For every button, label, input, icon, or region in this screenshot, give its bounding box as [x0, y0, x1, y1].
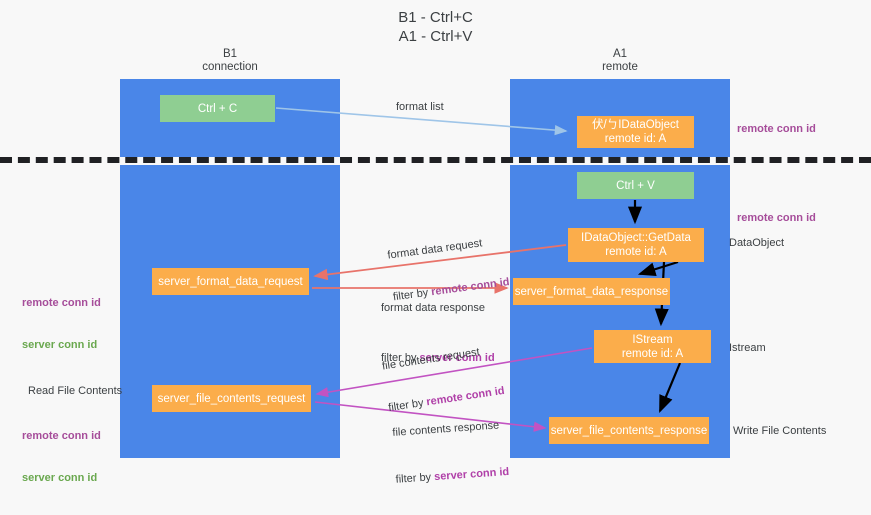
edge-label-format-data-response: format data response filter by server co…: [381, 273, 495, 393]
node-ctrl-v[interactable]: Ctrl + V: [577, 172, 694, 199]
annotation-read-file-contents: Read File Contents: [28, 385, 123, 397]
edge-label-file-contents-request-main: file contents request: [381, 346, 481, 373]
node-server-file-contents-request[interactable]: server_file_contents_request: [152, 385, 311, 412]
edge-label-format-list: format list: [396, 101, 444, 113]
node-server-format-data-response[interactable]: server_format_data_response: [513, 278, 670, 305]
node-ctrl-c[interactable]: Ctrl + C: [160, 95, 275, 122]
node-idataobject-getdata[interactable]: IDataObject::GetData remote id: A: [568, 228, 704, 262]
edge-label-file-contents-response-main: file contents response: [392, 419, 500, 439]
node-istream[interactable]: IStream remote id: A: [594, 330, 711, 363]
node-server-format-data-request[interactable]: server_format_data_request: [152, 268, 309, 295]
annotation-remote-conn-id-bottom: remote conn id: [22, 430, 101, 442]
lane-a1-bottom: [510, 165, 730, 458]
edge-layer: [275, 107, 682, 432]
edge-label-format-data-request-main: format data request: [386, 237, 483, 262]
edge-label-format-data-response-main: format data response: [381, 302, 485, 314]
edge-label-file-contents-response-filter: filter by server conn id: [395, 465, 510, 486]
annotation-server-conn-id-bottom: server conn id: [22, 472, 98, 484]
edge-label-format-data-response-filter: filter by server conn id: [381, 352, 495, 364]
section-divider: [0, 157, 871, 163]
annotation-server-conn-id: server conn id: [22, 339, 98, 351]
annotation-write-file-contents: Write File Contents: [733, 425, 827, 437]
annotation-conn-ids-bottom: remote conn id server conn id: [22, 401, 101, 513]
annotation-remote-conn-id-top: remote conn id: [737, 123, 816, 135]
node-server-file-contents-response[interactable]: server_file_contents_response: [549, 417, 709, 444]
edge-label-file-contents-response: file contents response filter by server …: [390, 390, 512, 515]
annotation-remote-conn-id-mid: remote conn id: [737, 212, 816, 224]
column-header-b1: B1 connection: [202, 48, 258, 73]
annotation-istream: Istream: [729, 342, 766, 354]
diagram-canvas: B1 - Ctrl+C A1 - Ctrl+V B1 connection A1…: [0, 9, 871, 486]
annotation-remote-conn-id: remote conn id: [22, 297, 101, 309]
annotation-dataobject: DataObject: [729, 237, 785, 249]
column-header-a1: A1 remote: [602, 48, 638, 73]
annotation-conn-ids-middle: remote conn id server conn id: [22, 268, 101, 380]
page-title: B1 - Ctrl+C A1 - Ctrl+V: [398, 9, 473, 45]
node-idataobject-remote[interactable]: 伏/ㄅIDataObject remote id: A: [577, 116, 694, 148]
